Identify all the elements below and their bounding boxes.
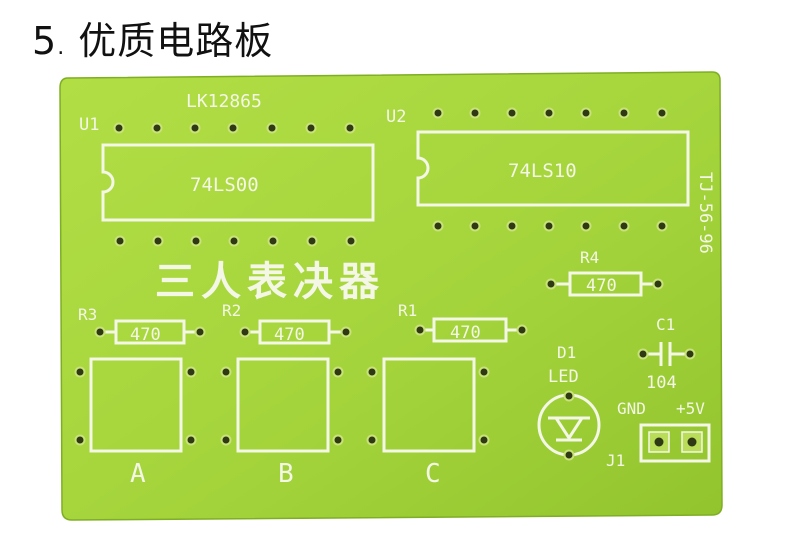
r1-resistor xyxy=(414,317,528,343)
board-id-label: LK12865 xyxy=(186,91,262,112)
c1-capacitor xyxy=(637,342,696,366)
heading-number: 5 xyxy=(32,19,58,63)
r2-resistor xyxy=(239,319,352,345)
r4-resistor xyxy=(545,271,664,297)
c1-ref-label: C1 xyxy=(656,315,675,334)
heading-separator: . xyxy=(57,35,66,60)
heading-title: 优质电路板 xyxy=(78,19,274,63)
r2-value-label: 470 xyxy=(274,325,305,345)
button-c-label: C xyxy=(425,459,441,489)
button-c-footprint xyxy=(366,357,490,453)
board-title-label: 三人表决器 xyxy=(155,259,385,305)
r4-ref-label: R4 xyxy=(580,248,599,267)
button-b-footprint xyxy=(220,357,344,453)
d1-ref-label: D1 xyxy=(557,343,576,362)
led-label: LED xyxy=(548,367,579,387)
gnd-label: GND xyxy=(617,399,646,418)
r3-value-label: 470 xyxy=(130,325,161,345)
button-b-label: B xyxy=(278,459,294,489)
u2-ref-label: U2 xyxy=(386,107,406,127)
u1-part-label: 74LS00 xyxy=(190,174,259,196)
pcb-board xyxy=(59,71,723,521)
u1-chip-outline xyxy=(101,143,375,222)
c1-value-label: 104 xyxy=(646,373,677,393)
j1-connector xyxy=(639,423,711,463)
u1-holes-top xyxy=(113,122,356,134)
led-symbol xyxy=(537,390,601,461)
u1-ref-label: U1 xyxy=(79,115,99,135)
u2-part-label: 74LS10 xyxy=(508,160,577,182)
r1-value-label: 470 xyxy=(450,323,481,343)
r4-value-label: 470 xyxy=(586,276,617,296)
u2-chip-outline xyxy=(416,130,690,207)
j1-ref-label: J1 xyxy=(606,451,625,470)
r1-ref-label: R1 xyxy=(398,301,417,320)
button-a-footprint xyxy=(74,357,197,453)
u2-holes-bottom xyxy=(432,220,668,232)
r3-resistor xyxy=(94,319,206,345)
page-heading: 5. 优质电路板 xyxy=(32,10,273,65)
r3-ref-label: R3 xyxy=(78,305,97,324)
vcc-label: +5V xyxy=(676,399,705,418)
u1-holes-bottom xyxy=(114,235,357,247)
u2-holes-top xyxy=(432,107,668,119)
r2-ref-label: R2 xyxy=(222,301,241,320)
side-code-label: TJ-56-96 xyxy=(695,172,715,254)
button-a-label: A xyxy=(130,459,146,489)
